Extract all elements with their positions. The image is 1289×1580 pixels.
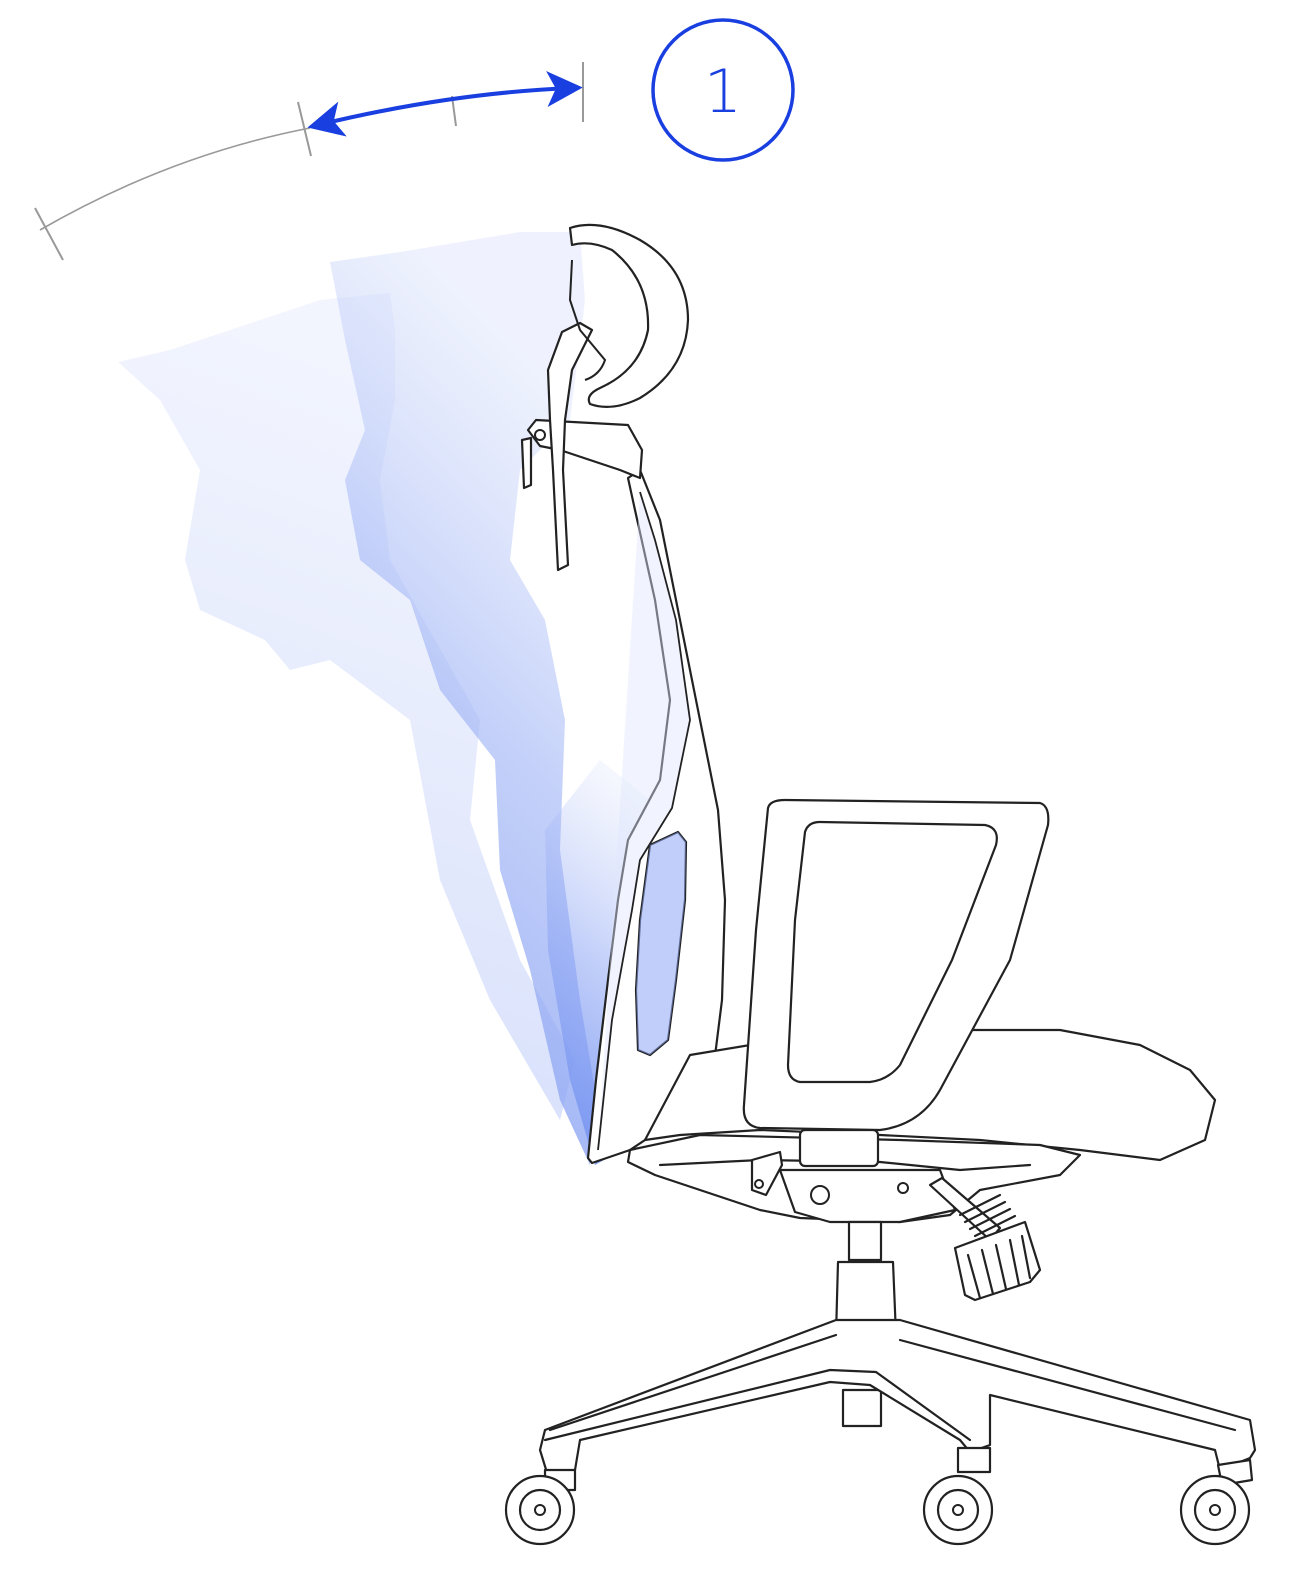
tilt-mechanism: [780, 1170, 955, 1222]
double-headed-curved-arrow-icon: [318, 88, 572, 125]
caster-left: [506, 1470, 575, 1544]
step-number: 1: [704, 57, 742, 127]
office-chair-icon: [506, 225, 1255, 1544]
gas-cylinder: [849, 1222, 881, 1260]
headrest-bracket: [528, 420, 642, 478]
caster-right: [1181, 1460, 1252, 1544]
caster-center: [924, 1448, 992, 1544]
step-badge: 1: [653, 20, 793, 160]
